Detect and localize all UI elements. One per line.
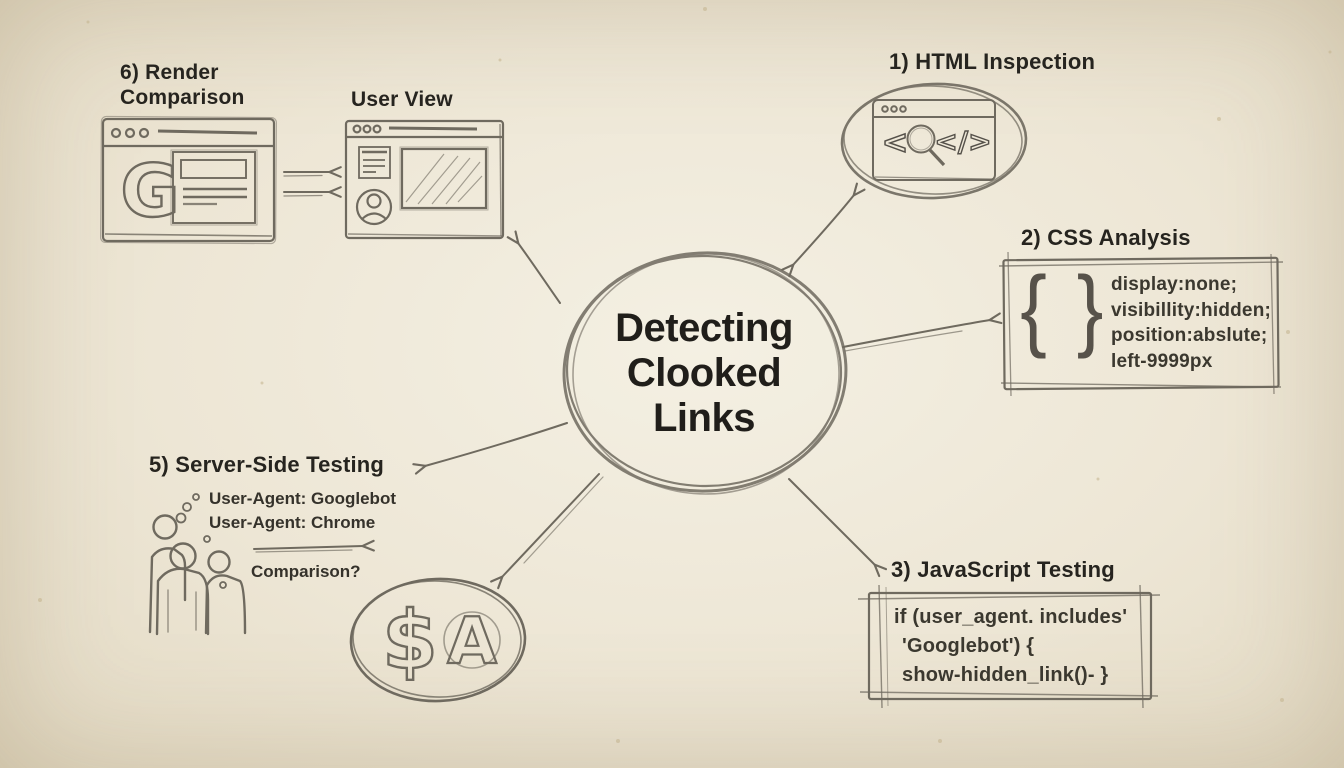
inspection-browser-icon: < </> xyxy=(872,99,996,181)
browser-dots-icon xyxy=(881,105,907,113)
css-analysis-label: 2) CSS Analysis xyxy=(1021,225,1191,250)
comparison-arrow xyxy=(253,546,363,553)
content-card-icon xyxy=(358,146,391,179)
arrow-to-css-analysis xyxy=(842,320,990,348)
thought-bubbles-icon xyxy=(175,493,227,589)
avatar-icon xyxy=(355,188,393,226)
connector-arrows xyxy=(425,195,990,577)
center-oval xyxy=(562,251,848,495)
css-code-line: position:abslute; xyxy=(1111,325,1268,346)
paper-speckles xyxy=(38,7,1332,743)
arrow-to-server-side xyxy=(425,422,568,466)
comparison-question: Comparison? xyxy=(251,562,361,581)
css-code-line: visibillity:hidden; xyxy=(1111,299,1272,321)
center-title: Detecting Clooked Links xyxy=(615,306,793,440)
js-code-line: if (user_agent. includes' xyxy=(894,606,1128,628)
css-analysis-box xyxy=(998,251,1284,397)
hidden-content-panel xyxy=(399,146,489,211)
css-code-line: display:none; xyxy=(1111,274,1238,295)
user-view-browser xyxy=(344,119,505,240)
browser-dots-icon xyxy=(352,124,382,134)
js-code-line: 'Googlebot') { xyxy=(902,635,1035,657)
css-code-line: left-9999px xyxy=(1111,350,1213,372)
people-group-icon xyxy=(148,493,247,636)
user-agent-googlebot-line: User-Agent: Googlebot xyxy=(209,489,396,508)
ad-letter-icon: A xyxy=(447,605,497,679)
render-comparison-arrows xyxy=(283,172,330,196)
js-code-block: if (user_agent. includes' 'Googlebot') {… xyxy=(894,603,1127,690)
money-ads-oval: $ A xyxy=(349,577,527,703)
user-agent-chrome-line: User-Agent: Chrome xyxy=(209,513,376,532)
javascript-testing-box xyxy=(857,584,1161,709)
browser-dots-icon xyxy=(110,127,150,139)
html-inspection-label: 1) HTML Inspection xyxy=(889,49,1096,74)
js-code-line: show-hidden_link()- } xyxy=(902,664,1109,686)
dollar-icon: $ xyxy=(382,594,438,687)
arrow-to-html-inspection xyxy=(793,195,854,265)
server-side-testing-label: 5) Server-Side Testing xyxy=(149,452,385,477)
render-comparison-label: 6) Render Comparison xyxy=(120,61,245,109)
left-angle-glyph: < xyxy=(882,123,909,161)
arrow-to-javascript xyxy=(788,478,875,565)
code-glyph: </> xyxy=(934,125,991,158)
curly-braces-icon: { } xyxy=(1020,257,1108,359)
arrow-to-money-oval xyxy=(502,473,600,577)
javascript-testing-label: 3) JavaScript Testing xyxy=(891,557,1115,582)
arrow-to-user-view xyxy=(518,243,561,304)
html-inspection-oval xyxy=(840,82,1028,200)
google-render-browser: G xyxy=(99,115,278,245)
magnifier-icon xyxy=(906,124,946,167)
coin-circle-icon xyxy=(443,611,501,669)
search-result-card xyxy=(170,149,258,226)
css-code-block: display:none; visibillity:hidden; positi… xyxy=(1111,272,1271,374)
user-view-label: User View xyxy=(351,88,453,111)
